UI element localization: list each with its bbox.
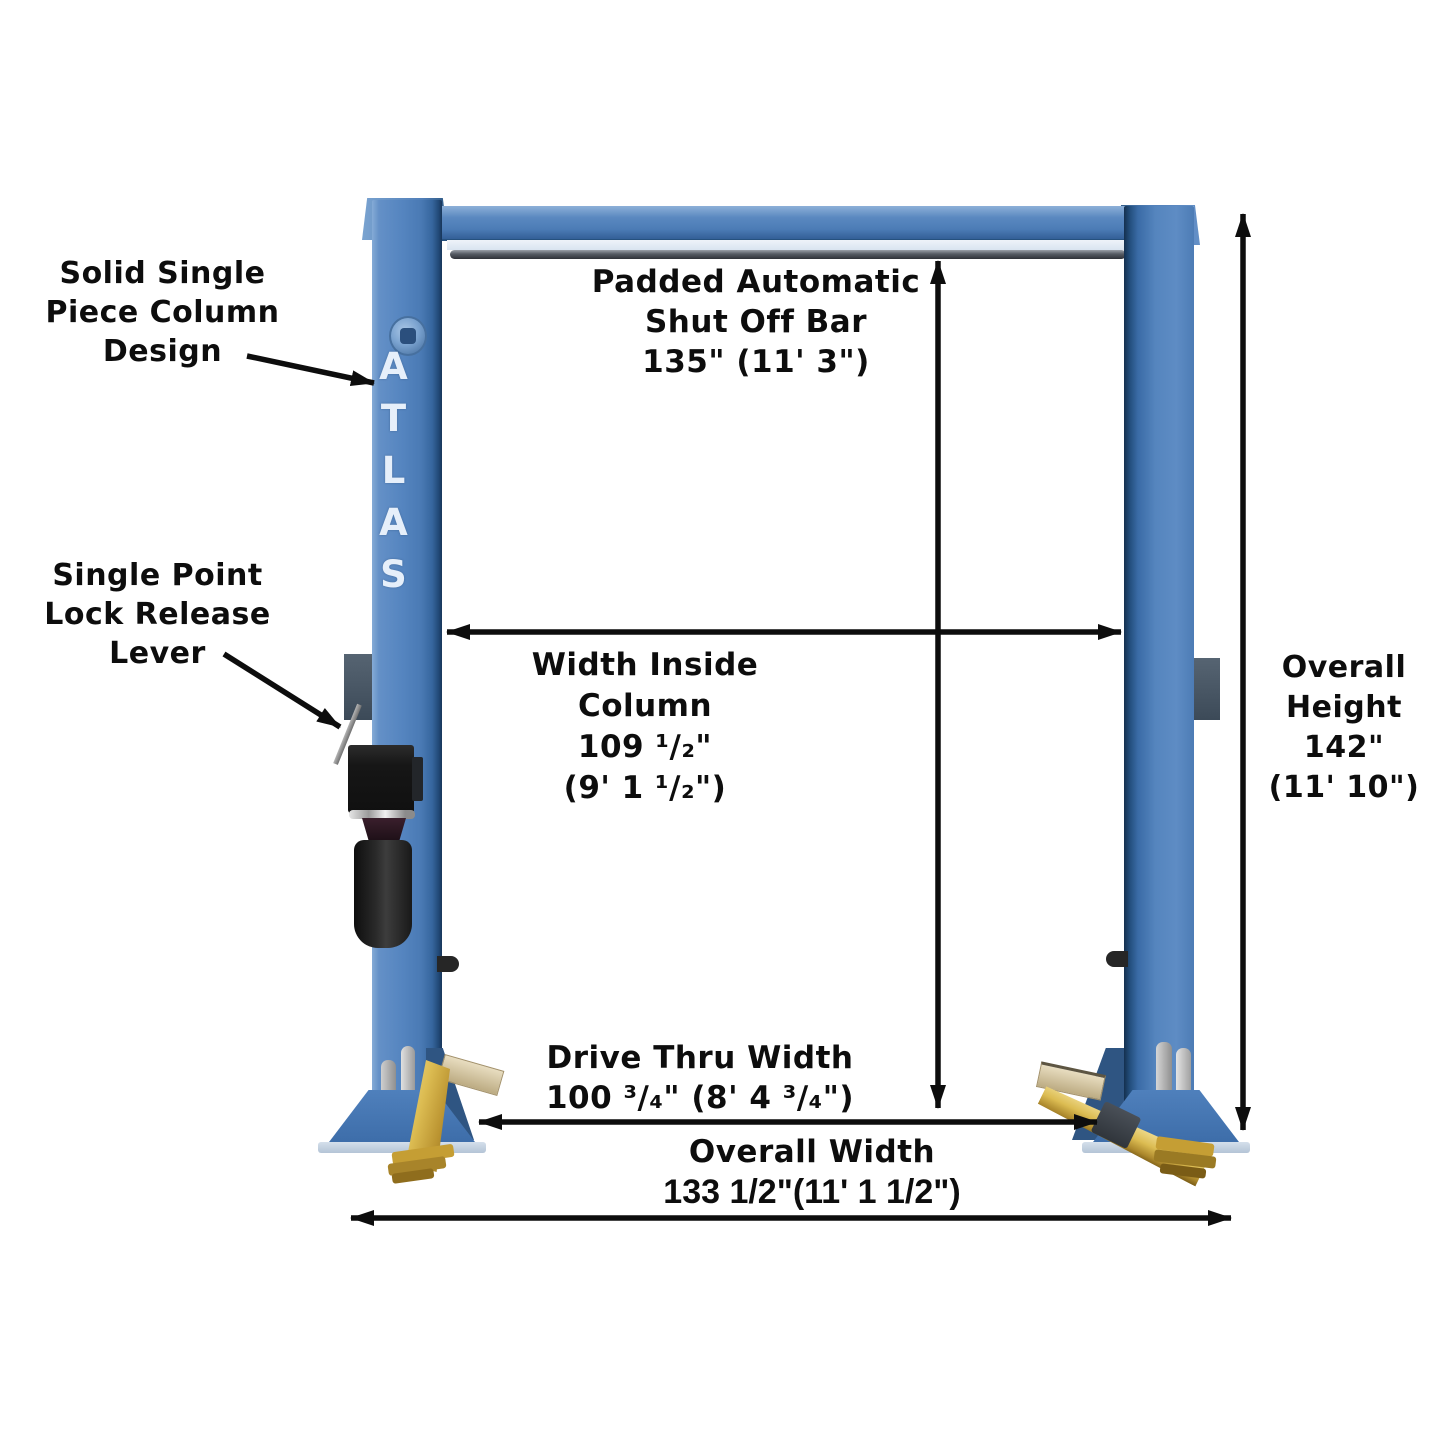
left-base-foot (318, 1142, 486, 1153)
dimension-width-inside-line: Column (577, 688, 713, 724)
dimension-width-inside-value: (9' 1 ¹/₂") (563, 770, 727, 806)
callout-lock-release-line: Lever (109, 636, 206, 671)
atlas-logo-icon (400, 328, 416, 344)
crossbar-inner-ledge (447, 240, 1127, 250)
dimension-width-inside-line: Width Inside (531, 647, 759, 683)
dimension-overall-height-value: 142" (1303, 730, 1385, 765)
callout-solid-column: Solid Single Piece Column Design (30, 254, 295, 371)
hydraulic-cylinder (354, 840, 412, 948)
left-column (372, 200, 442, 1142)
dimension-overall-width-label: Overall Width 133 1/2"(11' 1 1/2") (600, 1132, 1024, 1212)
callout-lock-release-line: Single Point (52, 558, 263, 593)
callout-solid-column-line: Piece Column (45, 295, 280, 330)
dimension-shutoff-bar-value: 135" (11' 3") (642, 344, 870, 380)
power-unit-motor (348, 745, 414, 813)
dimension-shutoff-bar-line: Padded Automatic (591, 264, 921, 300)
callout-lock-release: Single Point Lock Release Lever (25, 556, 290, 673)
dimension-drive-thru-label: Drive Thru Width 100 ³/₄" (8' 4 ³/₄") (480, 1038, 920, 1118)
dimension-overall-height-line: Height (1286, 690, 1402, 725)
right-column-handle (1106, 951, 1128, 967)
dimension-overall-height-value: (11' 10") (1268, 770, 1420, 805)
padded-shutoff-bar (450, 250, 1126, 259)
dimension-overall-height-label: Overall Height 142" (11' 10") (1252, 648, 1436, 808)
dimension-width-inside-label: Width Inside Column 109 ¹/₂" (9' 1 ¹/₂") (455, 645, 835, 809)
callout-solid-column-line: Solid Single (59, 256, 266, 291)
dimension-overall-width-line: Overall Width (688, 1134, 936, 1170)
cylinder-clamp-ring (349, 810, 415, 819)
atlas-logo-badge (389, 316, 427, 356)
left-column-handle (437, 956, 459, 972)
dimension-width-inside-value: 109 ¹/₂" (577, 729, 713, 765)
right-column-side-plate (1192, 658, 1220, 720)
power-unit-bracket (412, 757, 423, 801)
atlas-brand-text: ATLAS (372, 345, 415, 605)
dimension-drive-thru-line: Drive Thru Width (546, 1040, 854, 1076)
dimension-drive-thru-value: 100 ³/₄" (8' 4 ³/₄") (545, 1080, 855, 1116)
callout-lock-release-line: Lock Release (44, 597, 271, 632)
top-crossbar (372, 206, 1194, 241)
dimension-shutoff-bar-label: Padded Automatic Shut Off Bar 135" (11' … (560, 262, 952, 382)
cylinder-neck (362, 818, 406, 842)
dimension-overall-height-line: Overall (1281, 650, 1407, 685)
dimension-shutoff-bar-line: Shut Off Bar (644, 304, 868, 340)
callout-solid-column-line: Design (102, 334, 223, 369)
right-column (1124, 206, 1194, 1142)
dimension-overall-width-value: 133 1/2"(11' 1 1/2") (663, 1173, 961, 1211)
